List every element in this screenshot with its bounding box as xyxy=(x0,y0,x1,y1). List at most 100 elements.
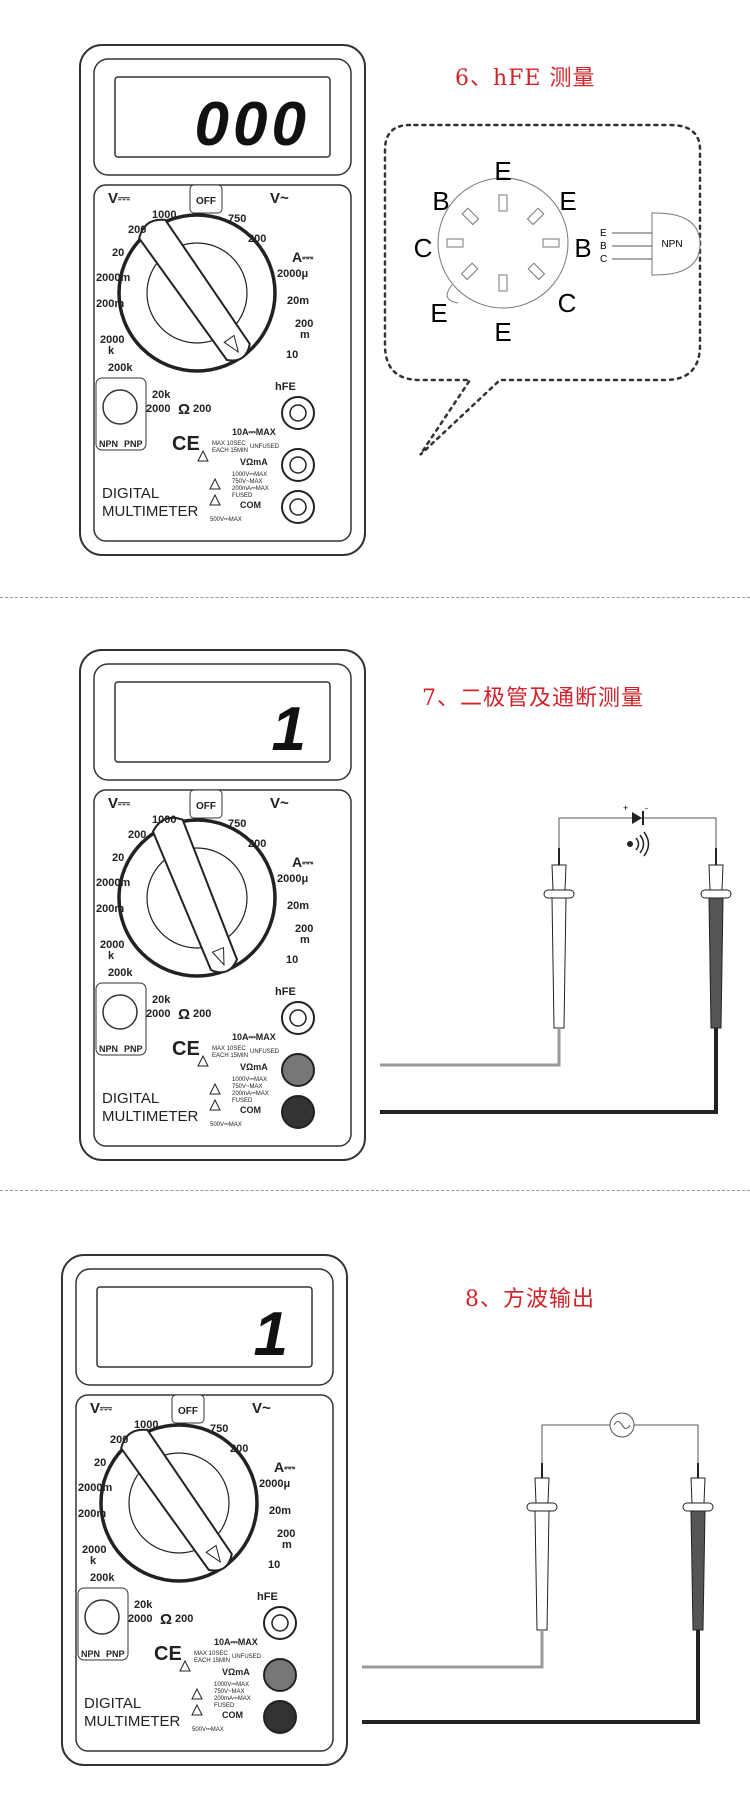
section-heading: 6、hFE 测量 xyxy=(455,66,596,91)
jack-10a-label: 10A⎓MAX xyxy=(214,1637,258,1647)
range-label: k xyxy=(108,950,115,962)
dca-label: A⎓ xyxy=(274,1459,296,1475)
input-jack xyxy=(281,1095,315,1129)
lcd-readout: 1 xyxy=(272,695,310,764)
warning-icon xyxy=(209,493,221,506)
test-probe-red xyxy=(362,1463,558,1669)
range-label: 750 xyxy=(228,213,246,225)
range-label: 2000m xyxy=(78,1482,112,1494)
off-label: OFF xyxy=(196,801,216,812)
hfe-socket xyxy=(102,389,138,425)
jack-inner xyxy=(289,1009,307,1027)
range-label: 200 xyxy=(277,1528,295,1540)
range-label: 20m xyxy=(287,900,309,912)
range-label: k xyxy=(90,1555,97,1567)
pin-label: B xyxy=(432,186,449,216)
jack-note: 200mA⎓MAX xyxy=(232,486,269,492)
pin-label: B xyxy=(574,233,591,263)
hfe-callout-diagram: E E B C E E C B NPN E B C xyxy=(383,123,702,456)
jack-note: UNFUSED xyxy=(250,444,280,450)
svg-text:+: + xyxy=(623,803,628,813)
pin-slot xyxy=(461,207,480,226)
range-label: 200 xyxy=(248,838,266,850)
range-label: 20k xyxy=(152,994,171,1006)
range-label: 2000 xyxy=(100,334,124,346)
range-label: 2000μ xyxy=(277,268,308,280)
transistor-pin-label: E xyxy=(600,228,607,239)
pin-label: E xyxy=(430,298,447,328)
transistor-pin-label: C xyxy=(600,254,607,265)
jack-note: FUSED xyxy=(232,493,253,499)
pin-slot xyxy=(446,238,464,248)
transistor-pin-label: B xyxy=(600,241,607,252)
range-label: hFE xyxy=(275,381,296,393)
range-label: 750 xyxy=(210,1423,228,1435)
jack-note: 500V⎓MAX xyxy=(210,517,242,523)
socket-npn-label: NPN xyxy=(99,439,118,449)
warning-icon xyxy=(191,1703,203,1716)
lcd-window xyxy=(114,681,331,763)
range-label: 20 xyxy=(112,852,124,864)
warning-icon xyxy=(209,1098,221,1111)
pin-slot xyxy=(460,262,479,281)
range-label: 200k xyxy=(108,362,133,374)
range-label: 200 xyxy=(295,923,313,935)
transistor-body xyxy=(651,212,701,276)
jack-note: 750V~MAX xyxy=(232,1084,263,1090)
off-label: OFF xyxy=(196,196,216,207)
jack-note: MAX 10SEC xyxy=(194,1651,228,1657)
range-label: 20k xyxy=(134,1599,153,1611)
jack-note: 500V⎓MAX xyxy=(210,1122,242,1128)
dial-knob xyxy=(138,218,251,362)
range-label: 2000 xyxy=(146,403,170,415)
callout-bubble xyxy=(383,123,702,456)
test-probe-black xyxy=(380,848,732,1114)
range-label: 200 xyxy=(193,403,211,415)
pin-label: C xyxy=(558,288,577,318)
diode-test-diagram: + - xyxy=(380,803,732,1114)
range-label: 2000 xyxy=(146,1008,170,1020)
range-label: 1000 xyxy=(152,814,176,826)
range-label: 200 xyxy=(128,224,146,236)
acv-label: V~ xyxy=(270,795,289,812)
jack-note: MAX 10SEC xyxy=(212,441,246,447)
ce-mark: CE xyxy=(172,1038,200,1060)
dial-knob xyxy=(120,1428,233,1572)
hfe-socket-pinout: E E B C E E C B xyxy=(414,156,592,347)
ce-mark: CE xyxy=(154,1643,182,1665)
range-label: k xyxy=(108,345,115,357)
pin-label: C xyxy=(414,233,433,263)
range-label: m xyxy=(300,329,310,341)
square-wave-diagram xyxy=(362,1412,714,1724)
dial-knob xyxy=(151,816,239,974)
brand-line1: DIGITAL xyxy=(102,485,159,502)
range-label: 200k xyxy=(108,967,133,979)
range-label: m xyxy=(300,934,310,946)
socket-pnp-label: PNP xyxy=(124,439,143,449)
dcv-label: V⎓ xyxy=(108,190,130,207)
jack-v-label: VΩmA xyxy=(240,457,268,467)
pin-slot xyxy=(542,238,560,248)
section-heading: 7、二极管及通断测量 xyxy=(422,686,644,711)
acv-label: V~ xyxy=(270,190,289,207)
range-label: 20m xyxy=(287,295,309,307)
range-label: 1000 xyxy=(152,209,176,221)
range-label: 2000m xyxy=(96,877,130,889)
brand-line2: MULTIMETER xyxy=(102,503,199,520)
ohm-symbol: Ω xyxy=(178,401,190,418)
multimeter-illustration: 1V⎓V~A⎓OFF1000200202000m200m7502002000μ2… xyxy=(79,649,366,1161)
svg-text:-: - xyxy=(645,803,648,813)
off-box xyxy=(171,1394,205,1424)
jack-inner xyxy=(289,456,307,474)
range-label: 200 xyxy=(230,1443,248,1455)
dcv-label: V⎓ xyxy=(90,1400,112,1417)
pin-label: E xyxy=(494,317,511,347)
range-label: 2000 xyxy=(128,1613,152,1625)
jack-10a-label: 10A⎓MAX xyxy=(232,427,276,437)
warning-icon xyxy=(209,477,221,490)
range-label: 200 xyxy=(175,1613,193,1625)
test-probe-red xyxy=(380,848,575,1067)
jack-inner xyxy=(289,404,307,422)
range-label: 2000 xyxy=(100,939,124,951)
